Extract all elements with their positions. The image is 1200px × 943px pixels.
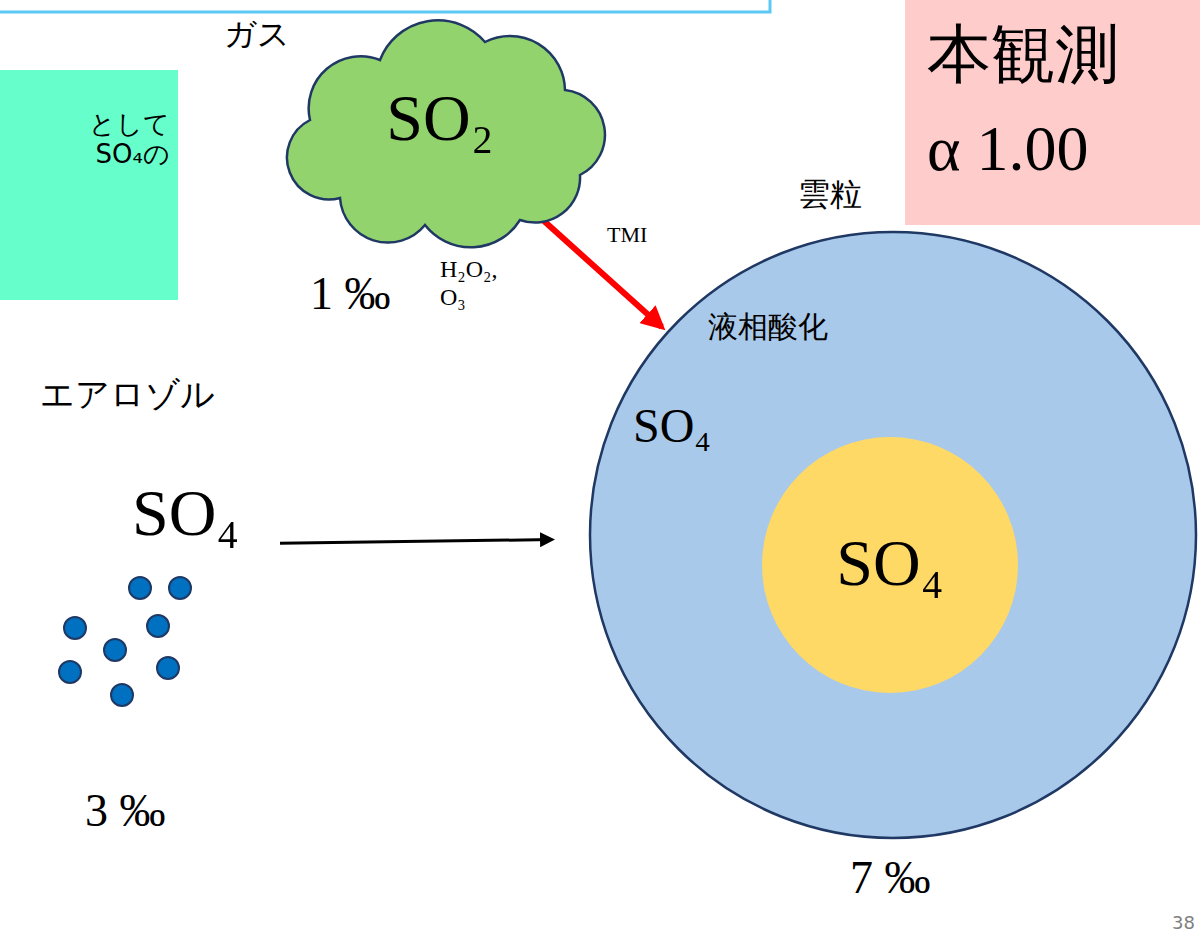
note-box: として SO₄の: [0, 70, 178, 300]
result-box: 本観測 α 1.00: [905, 0, 1200, 225]
gas-cloud: ガスSO₂: [280, 20, 600, 235]
node-text: SO₄: [132, 475, 239, 551]
node-text: 液相酸化: [708, 310, 828, 345]
arrow-connector: [280, 540, 552, 544]
ratio-value: 7 ‰: [850, 852, 931, 905]
aerosol-particle: [157, 657, 179, 679]
page-number: 38: [1172, 913, 1195, 934]
edge-label: TMI: [605, 222, 649, 247]
aerosol-particle: [129, 577, 151, 599]
node-heading: 本観測: [927, 18, 1119, 92]
node-heading: 雲粒: [798, 176, 862, 213]
top-frame: [0, 0, 770, 12]
aerosol-particles: [59, 577, 191, 706]
aerosol-particle: [169, 577, 191, 599]
ratio-value: 3 ‰: [85, 785, 166, 838]
cloud-droplet: 雲粒液相酸化SO₄SO₄: [588, 230, 1198, 840]
aerosol-particle: [104, 639, 126, 661]
node-text: SO₂: [280, 80, 600, 156]
node-text: α 1.00: [927, 112, 1089, 186]
aerosol-particle: [111, 684, 133, 706]
aerosol-particle: [59, 661, 81, 683]
arrow-connector: [539, 216, 662, 327]
aerosol-particle: [147, 615, 169, 637]
node-heading: エアロゾル: [40, 375, 215, 414]
node-text: として SO₄の: [78, 110, 170, 170]
droplet-core: SO₄: [760, 435, 1020, 695]
node-text: SO₄: [760, 525, 1020, 601]
aerosol-particle: [64, 617, 86, 639]
oxidant-label: H₂O₂, O₃: [440, 256, 512, 311]
ratio-value: 1 ‰: [310, 268, 391, 321]
aerosol-group: エアロゾル SO₄: [20, 375, 270, 715]
node-text: SO₄: [633, 398, 711, 453]
node-heading: ガス: [224, 16, 290, 53]
